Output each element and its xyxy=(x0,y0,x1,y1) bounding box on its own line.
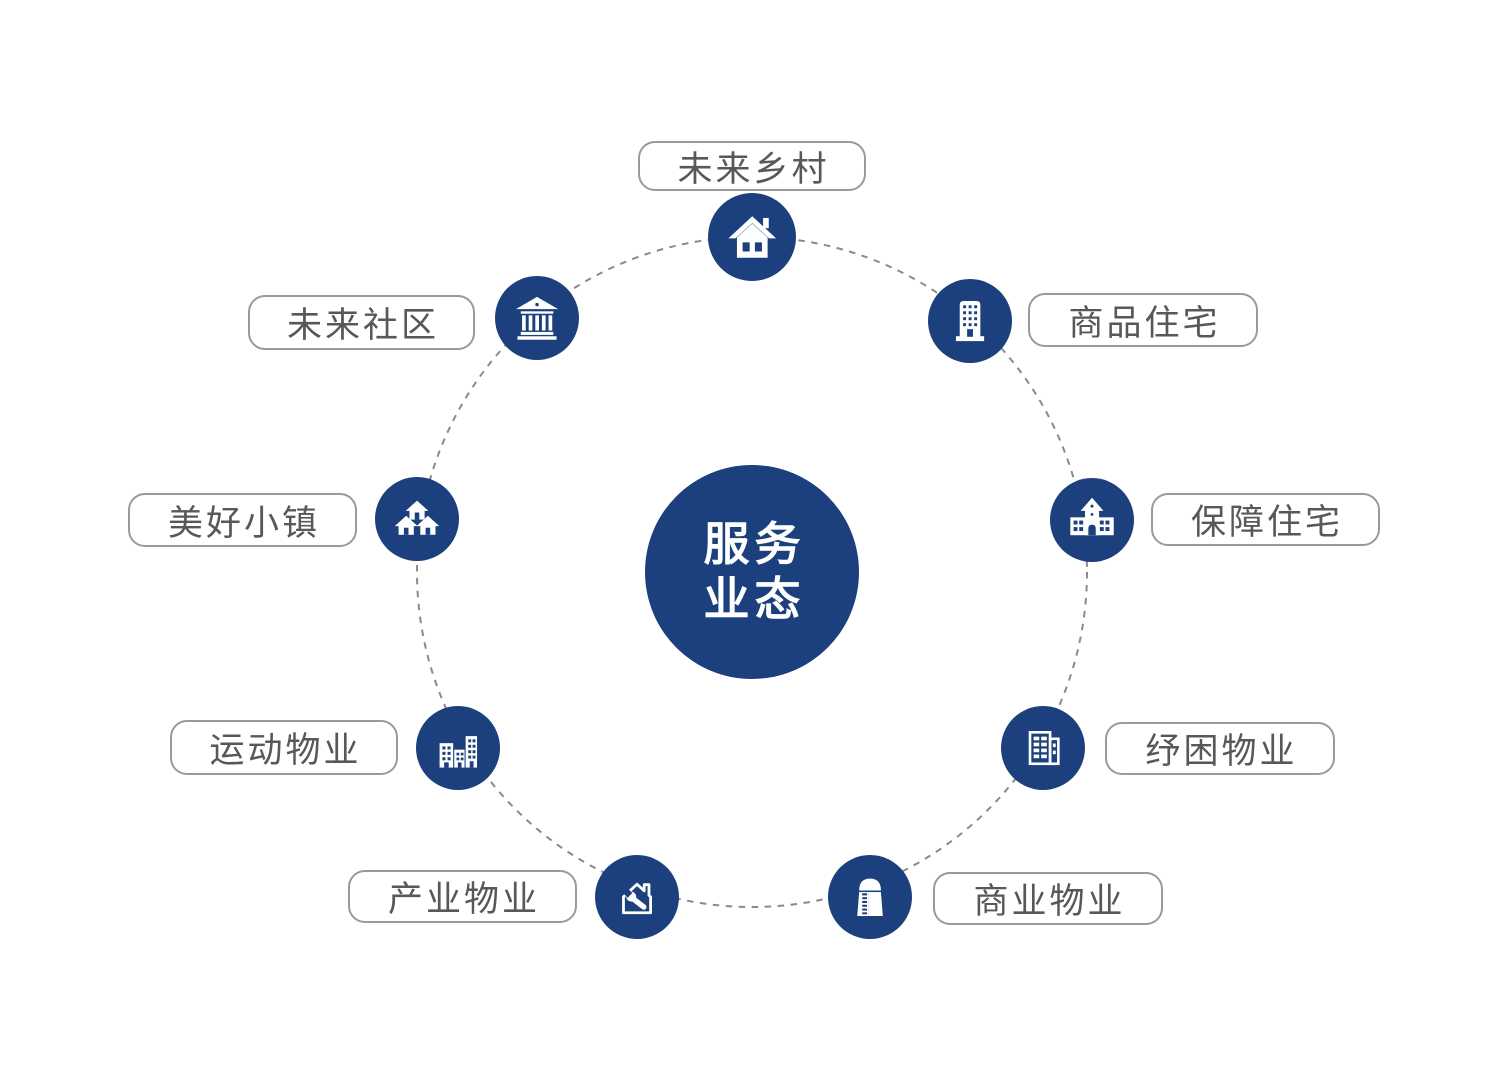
label-text: 美好小镇 xyxy=(167,503,320,543)
label-industrial-property: 产业物业 xyxy=(348,870,577,923)
label-text: 商业物业 xyxy=(973,882,1126,921)
school-building-icon xyxy=(1070,497,1114,536)
label-guaranteed-housing: 保障住宅 xyxy=(1151,493,1380,546)
node-sports-property xyxy=(416,706,500,790)
apartment-building-icon xyxy=(955,300,985,342)
node-relief-property xyxy=(1001,706,1085,790)
label-relief-property: 纾困物业 xyxy=(1105,722,1335,775)
node-future-community xyxy=(495,276,579,360)
node-guaranteed-housing xyxy=(1050,478,1134,562)
label-text: 保障住宅 xyxy=(1190,503,1343,542)
label-text: 产业物业 xyxy=(387,880,540,919)
label-future-village: 未来乡村 xyxy=(638,141,866,191)
office-buildings-outline-icon xyxy=(1028,730,1060,766)
node-commodity-housing xyxy=(928,279,1012,363)
center-title-line2: 业态 xyxy=(703,573,806,625)
label-text: 未来乡村 xyxy=(677,149,830,189)
node-beautiful-town xyxy=(375,477,459,561)
village-houses-icon xyxy=(394,500,440,535)
center-title-line1: 服务 xyxy=(703,517,806,570)
node-future-village xyxy=(708,193,796,281)
label-sports-property: 运动物业 xyxy=(170,720,398,775)
bank-columns-icon xyxy=(515,296,559,340)
label-text: 运动物业 xyxy=(209,731,362,770)
label-text: 未来社区 xyxy=(286,306,439,345)
label-text: 纾困物业 xyxy=(1145,732,1298,771)
house-icon xyxy=(728,215,776,258)
node-commercial-property xyxy=(828,855,912,939)
center-hub: 服务 业态 xyxy=(645,465,859,679)
node-industrial-property xyxy=(595,855,679,939)
city-buildings-icon xyxy=(439,736,477,768)
label-text: 商品住宅 xyxy=(1068,303,1221,343)
house-wrench-icon xyxy=(622,882,652,915)
label-commercial-property: 商业物业 xyxy=(933,872,1163,925)
label-commodity-housing: 商品住宅 xyxy=(1028,293,1258,347)
label-future-community: 未来社区 xyxy=(248,295,475,350)
label-beautiful-town: 美好小镇 xyxy=(128,493,357,547)
water-tower-icon xyxy=(857,878,883,916)
